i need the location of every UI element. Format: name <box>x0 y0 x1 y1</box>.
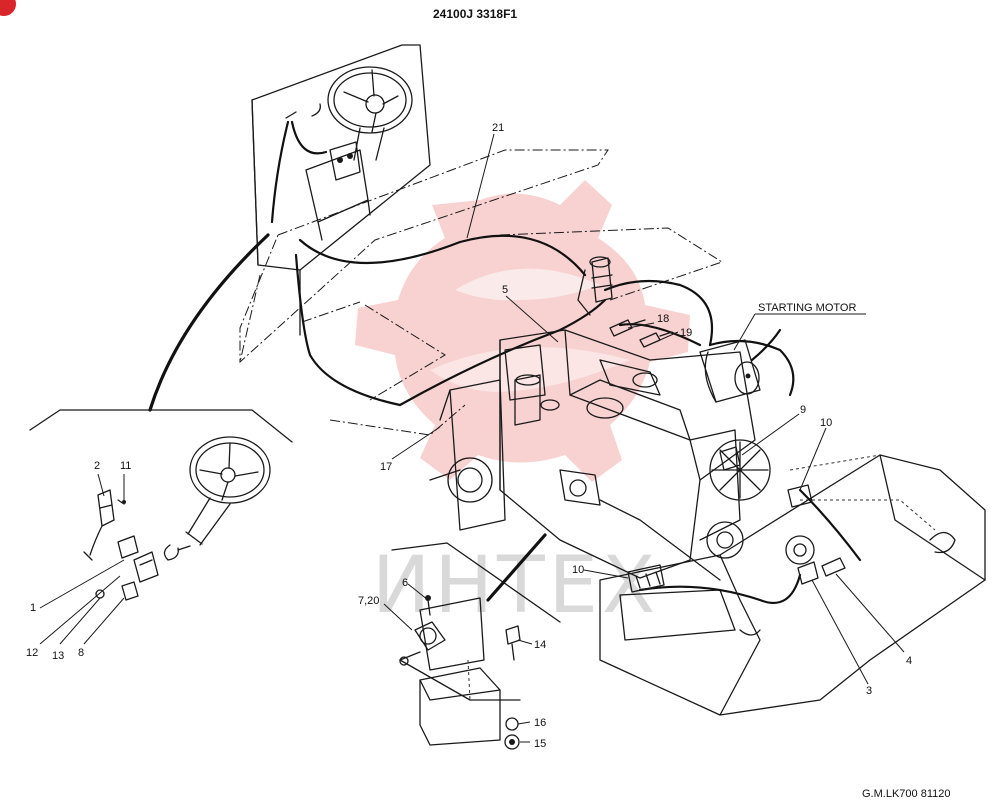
starting-motor-label: STARTING MOTOR <box>758 302 856 314</box>
callout-6: 6 <box>402 577 408 589</box>
starter-switch-inset <box>391 533 561 750</box>
chassis-frame <box>599 454 986 716</box>
callout-labels: 21 5 18 19 STARTING MOTOR 17 9 10 10 4 3… <box>26 122 912 750</box>
callout-13: 13 <box>52 650 64 662</box>
callout-16: 16 <box>534 717 546 729</box>
starting-motor <box>699 328 782 403</box>
engine-block <box>429 329 771 581</box>
floor-plate <box>239 149 724 436</box>
callout-19: 19 <box>680 327 692 339</box>
callout-10-upper: 10 <box>820 417 832 429</box>
callout-3: 3 <box>866 685 872 697</box>
watermark-text: ИНТЕХ <box>372 541 659 631</box>
callout-15: 15 <box>534 738 546 750</box>
part-number: 24100J 3318F1 <box>433 7 517 21</box>
callout-12: 12 <box>26 647 38 659</box>
steering-detail-inset <box>29 409 293 561</box>
callout-18: 18 <box>657 313 669 325</box>
callout-8: 8 <box>78 647 84 659</box>
callout-14: 14 <box>534 639 546 651</box>
callout-2: 2 <box>94 460 100 472</box>
callout-21: 21 <box>492 122 504 134</box>
callout-10-lower: 10 <box>572 564 584 576</box>
upper-switch <box>577 256 613 316</box>
callout-5: 5 <box>502 284 508 296</box>
cab-steering-assembly <box>251 44 431 407</box>
callout-17: 17 <box>380 461 392 473</box>
main-harness <box>148 233 795 412</box>
relay-10-lower <box>627 564 665 593</box>
leader-lines <box>39 133 905 743</box>
callout-11: 11 <box>120 460 131 472</box>
combination-switch-parts <box>83 489 159 601</box>
callout-7-20: 7,20 <box>358 595 379 607</box>
corner-badge <box>0 0 16 16</box>
drawing-code: G.M.LK700 81120 <box>862 788 950 800</box>
watermark-logo <box>355 180 690 482</box>
callout-1: 1 <box>30 602 36 614</box>
callout-4: 4 <box>906 655 912 667</box>
callout-9: 9 <box>800 404 806 416</box>
sensor-3-4 <box>797 557 846 585</box>
